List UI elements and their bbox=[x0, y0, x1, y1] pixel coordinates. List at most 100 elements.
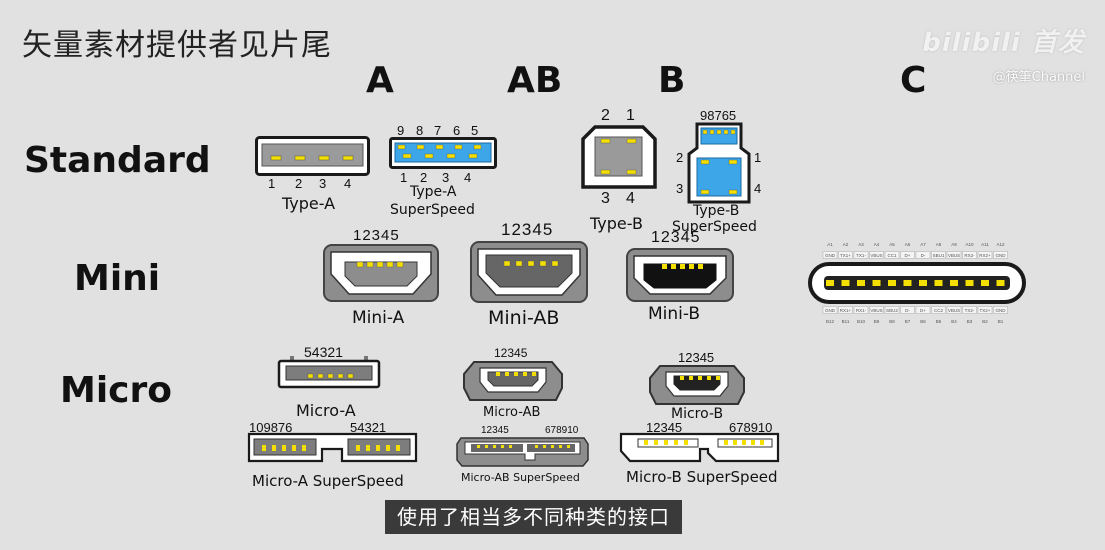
type-c-top-signal-box-9 bbox=[962, 251, 977, 259]
micro-a-ss-pins-right: 54321 bbox=[350, 420, 387, 435]
type-a-superspeed-connector-icon bbox=[389, 137, 497, 169]
type-b-pin-4: 4 bbox=[626, 190, 635, 207]
type-c-top-label-4: A5 bbox=[889, 242, 895, 247]
vector-credit-note: 矢量素材提供者见片尾 bbox=[22, 28, 332, 63]
type-a-pin-4: 4 bbox=[344, 176, 352, 191]
type-b-label: Type-B bbox=[590, 214, 643, 233]
type-c-bottom-label-1: B11 bbox=[842, 319, 850, 324]
type-c-bottom-signal-8: VBUS bbox=[948, 308, 960, 313]
type-a-ss-pin-3: 3 bbox=[442, 170, 450, 185]
micro-a-label: Micro-A bbox=[296, 401, 356, 420]
micro-b-superspeed-connector-icon bbox=[619, 432, 780, 463]
mini-b-pins: 12345 bbox=[651, 229, 701, 246]
type-c-bottom-signal-box-8 bbox=[946, 306, 962, 314]
micro-ab-connector-icon bbox=[463, 361, 563, 401]
mini-ab-pins: 12345 bbox=[501, 220, 554, 239]
type-c-top-label-2: A3 bbox=[858, 242, 864, 247]
type-b-connector-icon bbox=[581, 125, 657, 189]
column-header-a: A bbox=[366, 60, 394, 101]
type-a-ss-pin-9: 9 bbox=[397, 123, 405, 138]
micro-ab-ss-label: Micro-AB SuperSpeed bbox=[461, 471, 580, 484]
type-a-label: Type-A bbox=[282, 194, 336, 213]
type-c-pin-8 bbox=[950, 280, 958, 286]
type-c-bottom-signal-4: SBU2 bbox=[886, 308, 898, 313]
mini-a-connector-icon bbox=[323, 244, 439, 302]
type-c-bottom-signal-box-5 bbox=[900, 306, 915, 314]
type-c-bottom-label-9: B3 bbox=[967, 319, 973, 324]
micro-a-superspeed-connector-icon bbox=[247, 432, 418, 463]
type-c-top-label-3: A4 bbox=[874, 242, 880, 247]
type-c-bottom-label-3: B9 bbox=[874, 319, 880, 324]
type-c-bottom-signal-2: RX1- bbox=[856, 308, 867, 313]
micro-b-ss-label: Micro-B SuperSpeed bbox=[626, 468, 778, 486]
type-c-pin-7 bbox=[934, 280, 943, 286]
video-subtitle: 使用了相当多不同种类的接口 bbox=[385, 500, 682, 534]
row-header-standard: Standard bbox=[24, 140, 211, 181]
type-c-top-signal-box-8 bbox=[946, 251, 962, 259]
type-c-top-signal-box-3 bbox=[869, 251, 884, 259]
type-c-pin-3 bbox=[872, 280, 881, 286]
type-a-ss-pin-1: 1 bbox=[400, 170, 408, 185]
type-c-pin-2 bbox=[857, 280, 865, 286]
type-b-ss-pins-top: 98765 bbox=[700, 108, 737, 123]
micro-ab-label: Micro-AB bbox=[483, 405, 541, 420]
type-c-bottom-signal-box-2 bbox=[853, 306, 869, 314]
type-a-ss-pin-4: 4 bbox=[464, 170, 472, 185]
type-c-top-label-0: A1 bbox=[827, 242, 833, 247]
type-c-top-label-7: A8 bbox=[936, 242, 942, 247]
type-b-pin-2: 2 bbox=[601, 107, 610, 124]
type-c-bottom-label-10: B2 bbox=[982, 319, 988, 324]
type-c-bottom-signal-9: TX2- bbox=[965, 308, 975, 313]
micro-b-pins: 12345 bbox=[678, 350, 715, 365]
type-c-top-signal-box-2 bbox=[853, 251, 869, 259]
type-c-top-signal-2: TX1- bbox=[856, 253, 866, 258]
row-header-micro: Micro bbox=[60, 370, 172, 411]
type-c-top-signal-box-6 bbox=[915, 251, 931, 259]
type-c-top-signal-box-0 bbox=[822, 251, 838, 259]
type-c-bottom-signal-box-4 bbox=[884, 306, 900, 314]
type-c-bottom-signal-0: GND bbox=[825, 308, 836, 313]
type-c-top-signal-box-11 bbox=[993, 251, 1008, 259]
type-a-pin-2: 2 bbox=[295, 176, 303, 191]
type-c-bottom-signal-box-1 bbox=[838, 306, 853, 314]
mini-a-label: Mini-A bbox=[352, 308, 405, 328]
mini-b-connector-icon bbox=[626, 248, 734, 302]
type-c-bottom-label-5: B7 bbox=[905, 319, 911, 324]
type-c-top-signal-box-4 bbox=[884, 251, 900, 259]
micro-ab-ss-pins-left: 12345 bbox=[481, 425, 509, 436]
micro-ab-pins: 12345 bbox=[494, 346, 528, 360]
type-c-bottom-label-11: B1 bbox=[998, 319, 1004, 324]
type-c-bottom-label-4: B8 bbox=[889, 319, 895, 324]
type-c-bottom-signal-box-6 bbox=[915, 306, 931, 314]
type-c-top-signal-0: GND bbox=[825, 253, 836, 258]
mini-b-label: Mini-B bbox=[648, 304, 701, 324]
micro-a-ss-pins-left: 109876 bbox=[249, 420, 293, 435]
type-c-top-signal-box-5 bbox=[900, 251, 915, 259]
type-b-ss-pin-1: 1 bbox=[754, 150, 762, 165]
micro-b-connector-icon bbox=[649, 365, 745, 405]
type-c-pin-9 bbox=[965, 280, 974, 286]
type-c-top-label-9: A10 bbox=[965, 242, 974, 247]
type-c-bottom-signal-6: D+ bbox=[920, 308, 926, 313]
type-c-bottom-signal-box-9 bbox=[962, 306, 977, 314]
type-c-top-signal-6: D- bbox=[921, 253, 926, 258]
row-header-mini: Mini bbox=[74, 258, 161, 299]
type-c-top-label-5: A6 bbox=[905, 242, 911, 247]
type-a-ss-pin-2: 2 bbox=[420, 170, 428, 185]
type-c-pin-4 bbox=[888, 280, 896, 286]
type-c-bottom-signal-11: GND bbox=[996, 308, 1007, 313]
type-c-bottom-label-7: B5 bbox=[936, 319, 942, 324]
type-c-top-label-1: A2 bbox=[843, 242, 849, 247]
type-c-top-signal-box-7 bbox=[931, 251, 946, 259]
type-c-top-signal-9: RX2- bbox=[964, 253, 975, 258]
micro-ab-ss-pins-right: 678910 bbox=[545, 425, 579, 436]
type-c-bottom-signal-5: D- bbox=[905, 308, 910, 313]
type-c-top-label-6: A7 bbox=[920, 242, 926, 247]
type-c-top-signal-5: D+ bbox=[905, 253, 911, 258]
type-c-bottom-signal-box-7 bbox=[931, 306, 946, 314]
type-c-top-signal-4: CC1 bbox=[887, 253, 896, 258]
channel-watermark: @筷筆Channel bbox=[992, 70, 1085, 85]
type-c-top-signal-box-10 bbox=[977, 251, 993, 259]
micro-a-connector-icon bbox=[277, 356, 381, 389]
